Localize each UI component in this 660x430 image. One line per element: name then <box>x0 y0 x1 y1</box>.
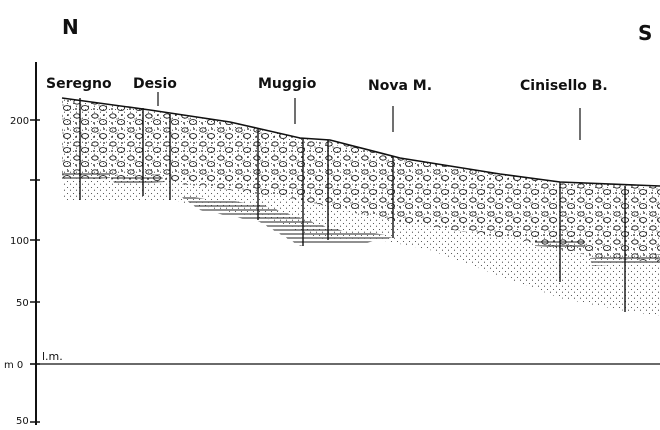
axis-label-minus50: 50 <box>16 416 29 425</box>
axis-label-50: 50 <box>16 298 29 309</box>
axis-label-100: 100 <box>10 236 29 247</box>
north-label: N <box>62 15 79 39</box>
south-label: S <box>638 21 652 45</box>
town-label-seregno: Seregno <box>46 76 112 92</box>
sea-level-label: l.m. <box>42 350 63 363</box>
town-label-muggio: Muggio <box>258 76 317 92</box>
town-label-cinisello: Cinisello B. <box>520 78 608 94</box>
town-label-desio: Desio <box>133 76 177 92</box>
axis-label-0: m 0 <box>4 360 23 371</box>
axis-label-200: 200 <box>10 116 29 127</box>
town-label-nova: Nova M. <box>368 78 432 94</box>
